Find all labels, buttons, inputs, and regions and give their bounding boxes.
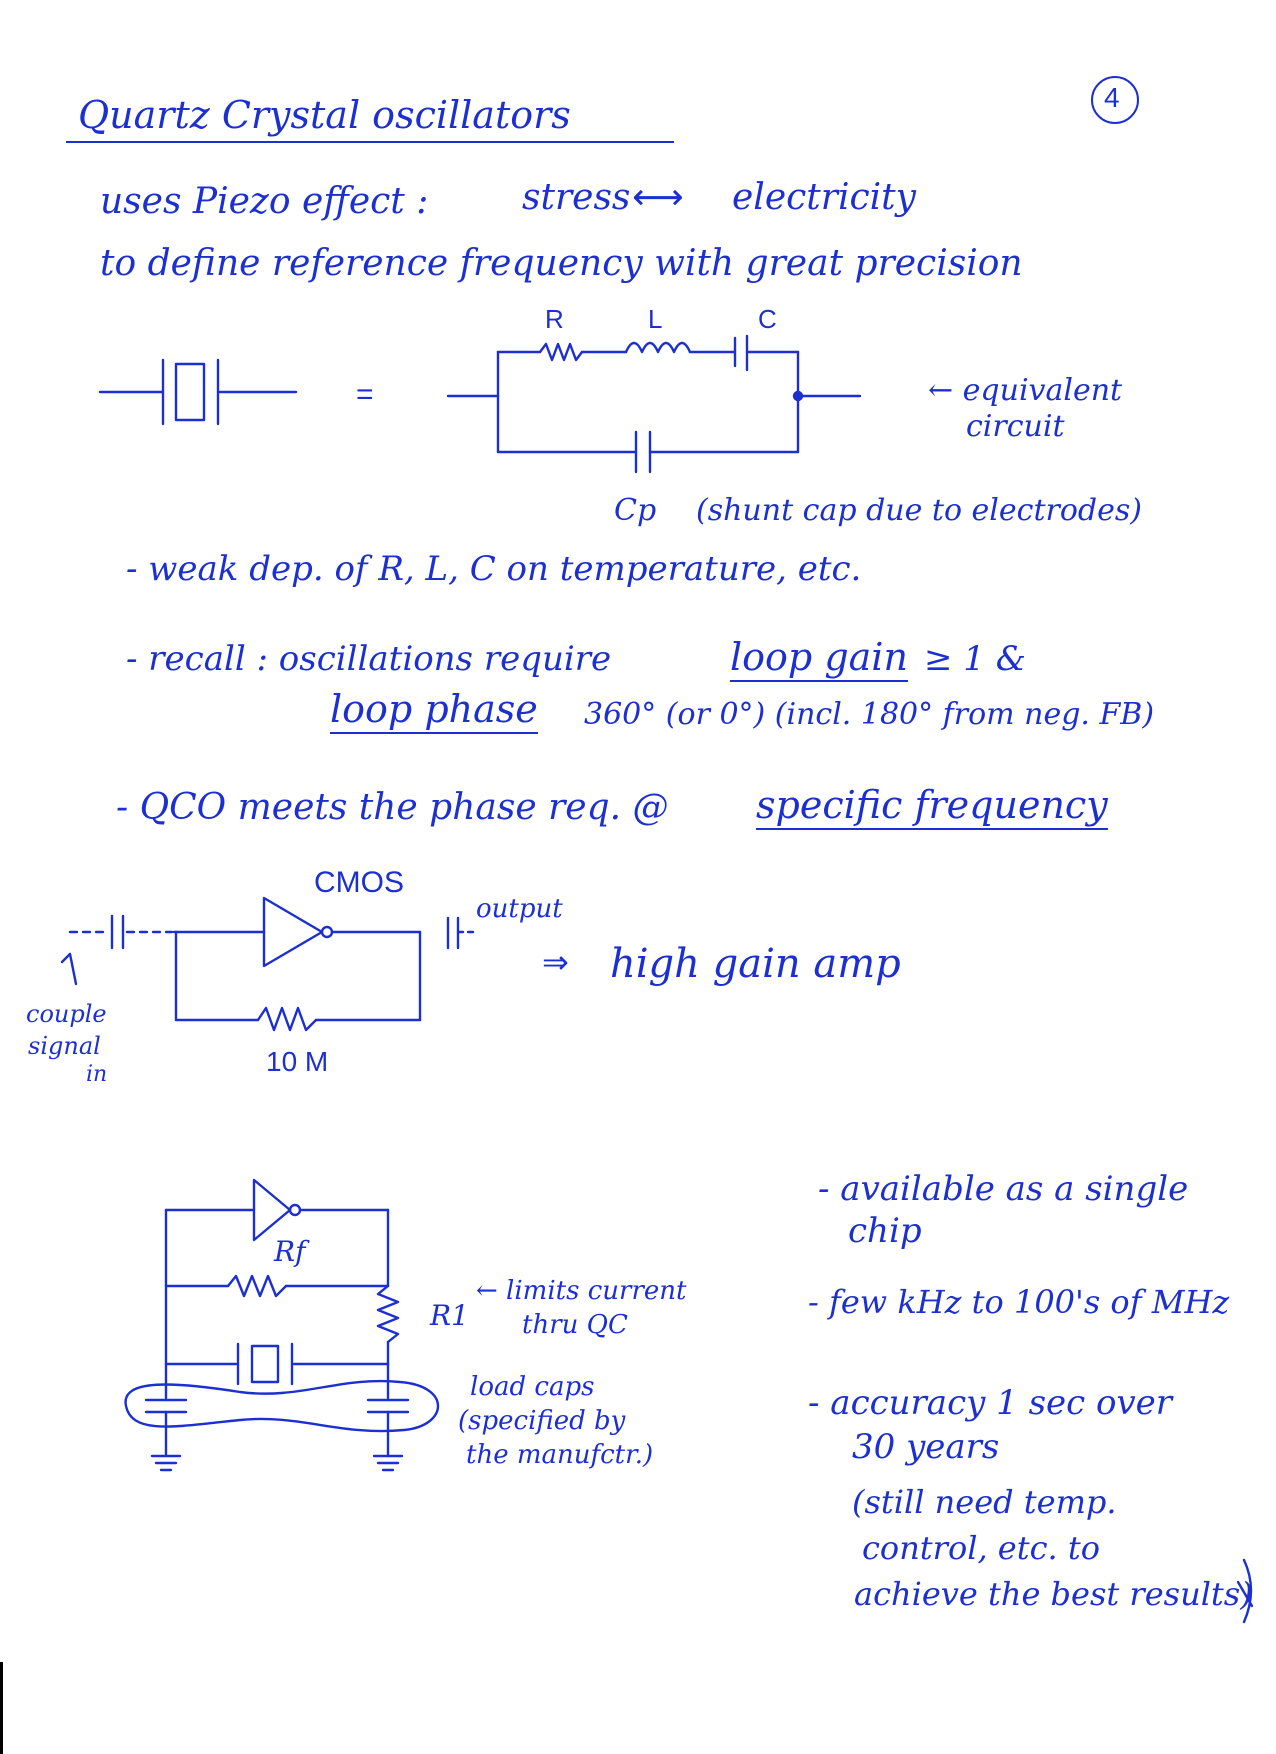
note-available-2: chip bbox=[848, 1211, 922, 1251]
equals-sign: = bbox=[356, 378, 374, 411]
inductor-L bbox=[626, 343, 690, 352]
page-number-circle bbox=[1091, 76, 1139, 124]
resistor-Rf bbox=[228, 1276, 286, 1296]
equiv-note: ← equivalent bbox=[928, 373, 1123, 408]
page-number: 4 bbox=[1104, 82, 1120, 113]
load-caps-loop bbox=[126, 1381, 438, 1431]
output-label: output bbox=[476, 894, 563, 924]
note-accuracy-2: 30 years bbox=[852, 1427, 1000, 1467]
intro-line1: uses Piezo effect : bbox=[100, 181, 429, 222]
equivalent-circuit bbox=[448, 336, 860, 472]
crystal-symbol bbox=[100, 360, 296, 424]
loop-gain: loop gain bbox=[730, 638, 908, 682]
label-C: C bbox=[758, 304, 777, 334]
inverter-triangle-2 bbox=[254, 1180, 290, 1240]
rf-label: Rf bbox=[274, 1235, 306, 1268]
equiv-note2: circuit bbox=[966, 409, 1065, 444]
label-R: R bbox=[545, 304, 564, 334]
r1-note-2: thru QC bbox=[522, 1310, 628, 1340]
bullet-recall: - recall : oscillations require bbox=[126, 639, 612, 679]
note-range: - few kHz to 100's of MHz bbox=[808, 1283, 1230, 1321]
inverter-triangle bbox=[264, 898, 322, 966]
resistor-R bbox=[540, 344, 582, 360]
specific-frequency: specific frequency bbox=[756, 786, 1108, 830]
cp-note: (shunt cap due to electrodes) bbox=[696, 493, 1142, 528]
label-L: L bbox=[648, 304, 663, 334]
load-caps-3: the manufctr.) bbox=[466, 1440, 654, 1470]
crystal-oscillator-circuit bbox=[126, 1180, 438, 1470]
load-caps-1: load caps bbox=[470, 1372, 595, 1402]
couple-label-1: couple bbox=[26, 1000, 107, 1028]
bullet-weak-dep: - weak dep. of R, L, C on temperature, e… bbox=[126, 549, 862, 589]
phase-requirement: 360° (or 0°) (incl. 180° from neg. FB) bbox=[584, 697, 1155, 732]
note-accuracy-3: (still need temp. bbox=[852, 1483, 1117, 1521]
implies-arrow-icon: ⇒ bbox=[542, 943, 569, 981]
cmos-label: CMOS bbox=[314, 866, 404, 899]
closing-paren bbox=[1244, 1560, 1251, 1622]
resistor-10m-label: 10 M bbox=[266, 1046, 329, 1077]
page-title: Quartz Crystal oscillators bbox=[78, 93, 571, 137]
load-caps-2: (specified by bbox=[458, 1406, 626, 1436]
intro-stress: stress bbox=[522, 177, 631, 218]
resistor-10m bbox=[258, 1008, 316, 1030]
note-accuracy-1: - accuracy 1 sec over bbox=[808, 1383, 1173, 1423]
note-available-1: - available as a single bbox=[818, 1169, 1189, 1209]
note-accuracy-4: control, etc. to bbox=[862, 1529, 1100, 1567]
high-gain-amp: high gain amp bbox=[610, 941, 901, 987]
cmos-amp-circuit bbox=[62, 898, 476, 1030]
note-accuracy-5: achieve the best results) bbox=[854, 1575, 1253, 1613]
r1-note-1: ← limits current bbox=[476, 1276, 687, 1306]
title-underline bbox=[66, 141, 674, 143]
couple-label-2: signal bbox=[28, 1032, 101, 1060]
gain-requirement: ≥ 1 & bbox=[924, 639, 1026, 679]
intro-line2: to define reference frequency with great… bbox=[100, 243, 1023, 284]
scan-edge-mark bbox=[0, 1662, 3, 1754]
couple-label-3: in bbox=[86, 1062, 108, 1087]
resistor-R1 bbox=[378, 1286, 398, 1342]
intro-electricity: electricity bbox=[732, 177, 916, 218]
loop-phase: loop phase bbox=[330, 690, 538, 734]
r1-label: R1 bbox=[430, 1299, 469, 1332]
double-arrow-icon: ⟷ bbox=[632, 177, 684, 218]
bullet-qco: - QCO meets the phase req. @ bbox=[116, 787, 669, 828]
cp-label: Cp bbox=[614, 493, 657, 528]
